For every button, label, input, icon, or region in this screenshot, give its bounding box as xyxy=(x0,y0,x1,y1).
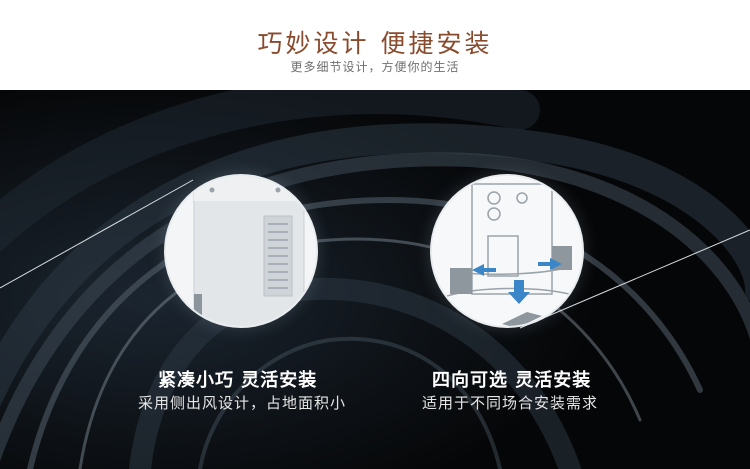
feature-title-four-way: 四向可选 灵活安装 xyxy=(432,370,592,391)
compact-unit-illustration xyxy=(166,176,316,326)
background-swirl xyxy=(0,90,750,469)
feature-desc-four-way: 适用于不同场合安装需求 xyxy=(422,394,599,412)
page-subtitle: 更多细节设计，方便你的生活 xyxy=(290,60,460,74)
page-title: 巧妙设计 便捷安装 xyxy=(257,29,493,58)
product-detail-left xyxy=(166,176,316,326)
product-detail-right xyxy=(432,176,582,326)
four-way-outlet-illustration xyxy=(432,176,582,326)
feature-stage: 紧凑小巧 灵活安装 采用侧出风设计，占地面积小 四向可选 灵活安装 适用于不同场… xyxy=(0,90,750,469)
header-banner: 巧妙设计 便捷安装 更多细节设计，方便你的生活 xyxy=(0,0,750,90)
feature-title-compact: 紧凑小巧 灵活安装 xyxy=(158,370,318,391)
feature-desc-compact: 采用侧出风设计，占地面积小 xyxy=(138,394,347,412)
